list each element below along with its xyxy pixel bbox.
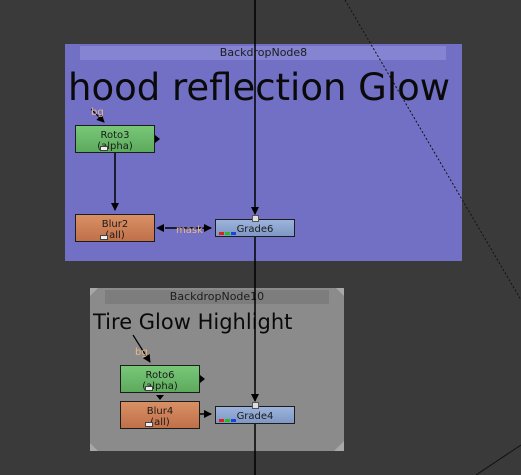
input-pin[interactable]: [252, 402, 259, 409]
node-name: Grade4: [236, 411, 274, 422]
node-name: Blur2: [101, 219, 129, 230]
node-thumbnail-icon: [145, 422, 153, 427]
channel-indicator-icon: [219, 232, 236, 235]
backdrop-label: hood reflection Glow: [68, 66, 451, 109]
node-name: Grade6: [236, 224, 274, 235]
channel-indicator-icon: [219, 419, 236, 422]
backdrop-title: BackdropNode10: [169, 290, 265, 303]
node-roto6[interactable]: Roto6 (alpha): [120, 365, 200, 393]
backdrop-title-bar: [105, 290, 329, 304]
backdrop-resize-corners: [90, 288, 344, 451]
edge-label-bg: bg: [135, 347, 148, 358]
backdrop-title: BackdropNode8: [219, 46, 308, 59]
node-thumbnail-icon: [100, 235, 108, 240]
node-thumbnail-icon: [100, 146, 108, 151]
node-blur2[interactable]: Blur2 (all): [75, 214, 155, 242]
node-channel: (alpha): [142, 381, 178, 392]
node-grade4[interactable]: Grade4: [215, 406, 295, 424]
input-pin[interactable]: [252, 215, 259, 222]
node-channel: (alpha): [97, 141, 133, 152]
node-channel: (all): [150, 417, 170, 428]
edge-label-bg: bg: [91, 107, 104, 118]
resize-handle-icon: [334, 441, 344, 451]
backdrop-label: Tire Glow Highlight: [93, 310, 293, 334]
node-name: Blur4: [146, 406, 174, 417]
node-thumbnail-icon: [145, 386, 153, 391]
node-name: Roto3: [100, 130, 130, 141]
node-roto3[interactable]: Roto3 (alpha): [75, 125, 155, 153]
node-name: Roto6: [145, 370, 175, 381]
node-channel: (all): [105, 230, 125, 241]
edge-label-mask: mask: [176, 225, 203, 236]
node-blur4[interactable]: Blur4 (all): [120, 401, 200, 429]
